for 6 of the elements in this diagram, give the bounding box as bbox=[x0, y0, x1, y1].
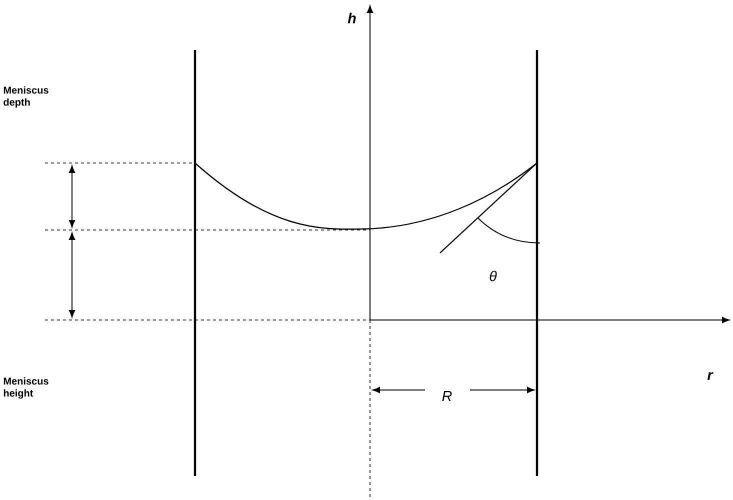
axis-label: r bbox=[707, 372, 714, 380]
dimension-label: R bbox=[442, 391, 452, 401]
angle-label: θ bbox=[490, 270, 497, 282]
side-label: Meniscus depth bbox=[4, 86, 48, 108]
side-label: Meniscus height bbox=[4, 377, 48, 399]
axis-label: h bbox=[348, 12, 356, 24]
